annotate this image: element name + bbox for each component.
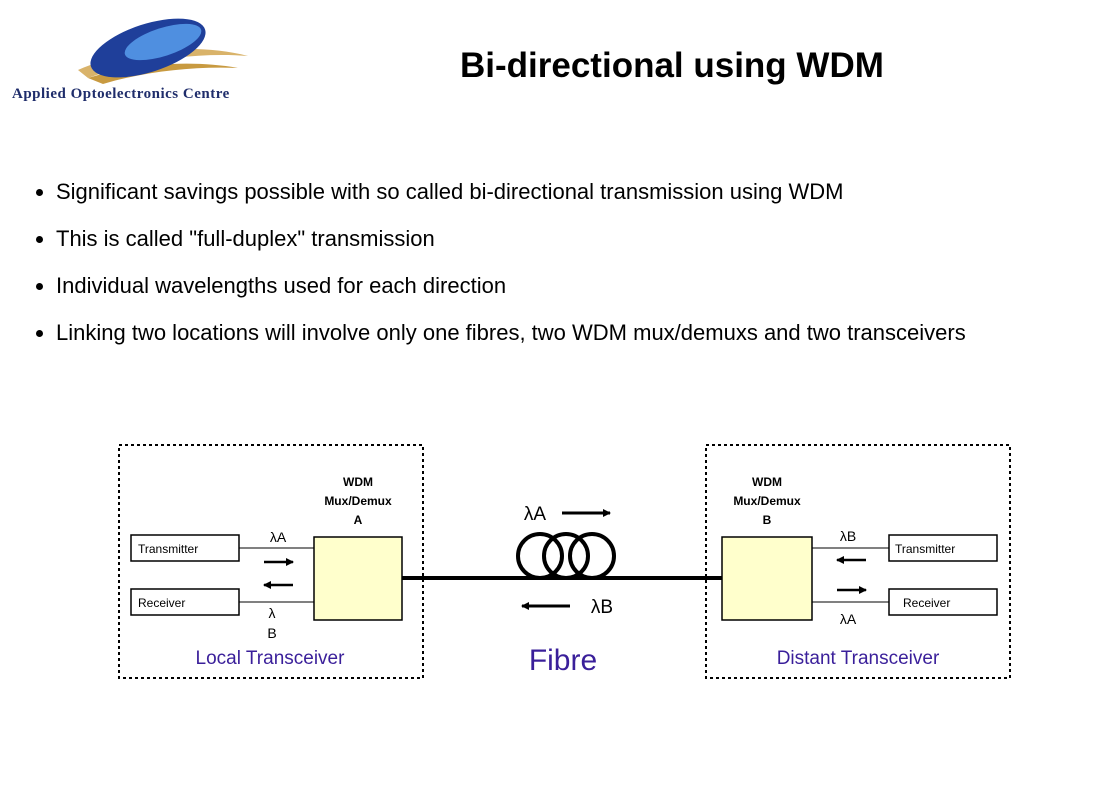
bullet-item: This is called "full-duplex" transmissio… (34, 224, 1034, 254)
distant-mux-label-line3: B (763, 513, 772, 527)
local-receiver-box (130, 588, 240, 616)
bullet-item: Individual wavelengths used for each dir… (34, 271, 1034, 301)
bullet-dot (36, 236, 43, 243)
bullet-item: Linking two locations will involve only … (34, 318, 1034, 348)
bullet-text: Significant savings possible with so cal… (56, 179, 844, 204)
distant-transmitter-label: Transmitter (895, 542, 955, 556)
distant-tx-lambda: λB (840, 528, 856, 544)
distant-rx-lambda: λA (840, 611, 857, 627)
local-tx-lambda: λA (270, 529, 287, 545)
distant-receiver-box (888, 588, 998, 616)
local-mux-label-line3: A (354, 513, 363, 527)
local-rx-lambda-line2: B (267, 625, 276, 641)
distant-transceiver-box (705, 444, 1011, 679)
logo (78, 18, 248, 84)
logo-text: Applied Optoelectronics Centre (12, 86, 230, 102)
local-mux-label-line2: Mux/Demux (324, 494, 392, 508)
bullet-text: Individual wavelengths used for each dir… (56, 273, 507, 298)
bullet-text: Linking two locations will involve only … (56, 320, 966, 345)
bullet-item: Significant savings possible with so cal… (34, 177, 1034, 207)
fibre-coil-loop (542, 532, 590, 580)
distant-transmitter-box (888, 534, 998, 562)
local-rx-lambda-line1: λ (269, 605, 276, 621)
fibre-label: Fibre (529, 644, 597, 677)
local-mux-box (313, 536, 403, 621)
local-transceiver-caption: Local Transceiver (196, 648, 346, 669)
bullet-text: This is called "full-duplex" transmissio… (56, 226, 435, 251)
distant-transceiver-caption: Distant Transceiver (777, 648, 940, 669)
local-mux-label-line1: WDM (343, 475, 373, 489)
page-title: Bi-directional using WDM (460, 46, 884, 85)
local-transmitter-box (130, 534, 240, 562)
bullet-dot (36, 330, 43, 337)
distant-mux-label-line1: WDM (752, 475, 782, 489)
fibre-coil-loop (516, 532, 564, 580)
distant-receiver-label: Receiver (903, 596, 950, 610)
local-transmitter-label: Transmitter (138, 542, 198, 556)
bullet-list: Significant savings possible with so cal… (34, 177, 1034, 365)
local-receiver-label: Receiver (138, 596, 185, 610)
local-transceiver-box (118, 444, 424, 679)
fibre-backward-lambda: λB (591, 597, 613, 618)
fibre-coil-loop (568, 532, 616, 580)
distant-mux-label-line2: Mux/Demux (733, 494, 801, 508)
distant-mux-box (721, 536, 813, 621)
logo-ellipse-light (124, 23, 202, 61)
bullet-dot (36, 283, 43, 290)
fibre-forward-lambda: λA (524, 504, 547, 525)
bullet-dot (36, 189, 43, 196)
